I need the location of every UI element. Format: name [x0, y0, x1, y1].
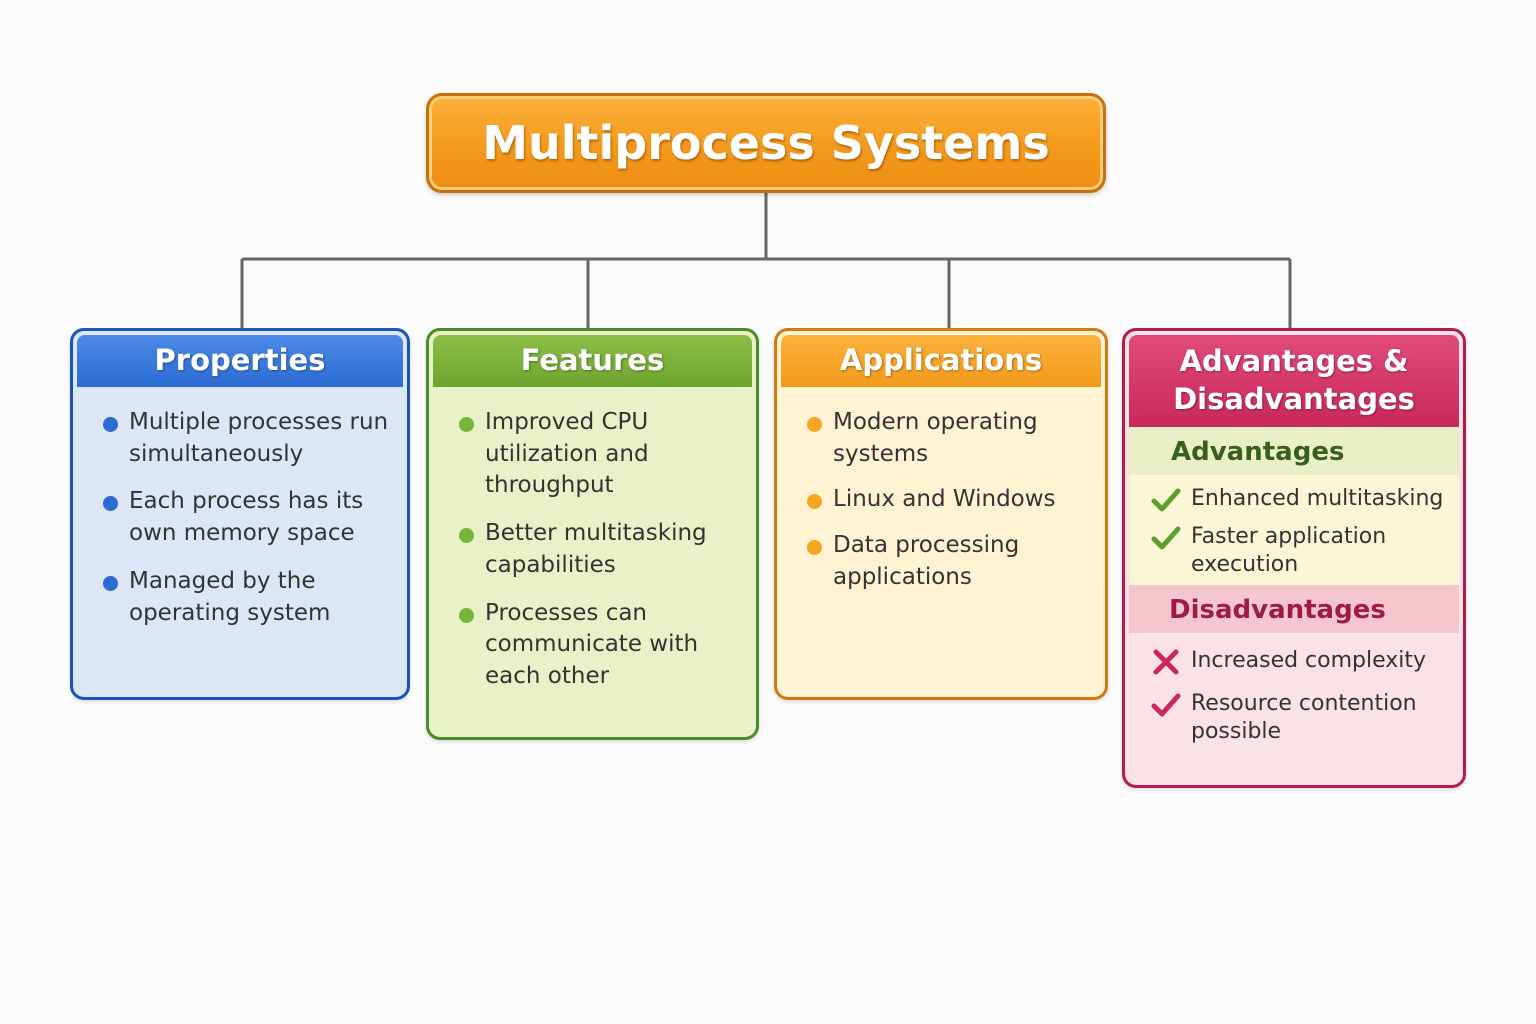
item-text: Increased complexity — [1191, 648, 1427, 674]
properties-header: Properties — [77, 335, 403, 387]
list-item: Processes can communicate with each othe… — [429, 598, 756, 693]
item-text: Improved CPU utilization and throughput — [485, 409, 649, 499]
bullet-icon — [807, 494, 822, 510]
list-item: Modern operating systems — [777, 407, 1105, 470]
applications-list: Modern operating systems Linux and Windo… — [777, 387, 1105, 594]
bullet-icon — [459, 417, 474, 432]
disadvantage-item: Increased complexity — [1129, 647, 1459, 675]
advantages-disadvantages-header: Advantages & Disadvantages — [1129, 335, 1459, 427]
advantages-section: Advantages Enhanced multitasking Faster … — [1129, 427, 1459, 586]
bullet-icon — [459, 528, 474, 544]
title-box: Multiprocess Systems — [426, 93, 1106, 193]
advantage-item: Faster application execution — [1129, 523, 1459, 579]
item-text: Modern operating systems — [833, 409, 1038, 467]
list-item: Improved CPU utilization and throughput — [429, 407, 756, 502]
disadvantage-item: Resource contention possible — [1129, 690, 1459, 746]
bullet-icon — [103, 575, 118, 591]
features-card: Features Improved CPU utilization and th… — [426, 328, 759, 740]
diagram-title: Multiprocess Systems — [482, 116, 1050, 170]
list-item: Managed by the operating system — [73, 566, 407, 629]
list-item: Data processing applications — [777, 530, 1105, 593]
list-item: Better multitasking capabilities — [429, 518, 756, 581]
cross-icon — [1153, 649, 1179, 675]
properties-list: Multiple processes run simultaneously Ea… — [73, 387, 407, 629]
bullet-icon — [103, 417, 118, 432]
applications-header: Applications — [781, 335, 1101, 387]
item-text: Data processing applications — [833, 532, 1020, 590]
list-item: Multiple processes run simultaneously — [73, 407, 407, 470]
check-icon — [1151, 526, 1181, 550]
advantages-heading: Advantages — [1129, 427, 1459, 475]
item-text: Multiple processes run simultaneously — [129, 409, 389, 467]
item-text: Faster application execution — [1191, 524, 1387, 578]
item-text: Resource contention possible — [1191, 690, 1417, 744]
disadvantages-section: Increased complexity Resource contention… — [1129, 647, 1459, 746]
item-text: Enhanced multitasking — [1191, 486, 1444, 511]
bullet-icon — [103, 496, 118, 512]
check-icon — [1151, 488, 1181, 512]
list-item: Linux and Windows — [777, 484, 1105, 516]
bullet-icon — [459, 607, 474, 623]
bullet-icon — [807, 417, 822, 432]
advantages-disadvantages-card: Advantages & Disadvantages Advantages En… — [1122, 328, 1466, 788]
disadvantages-heading: Disadvantages — [1129, 585, 1459, 634]
bullet-icon — [807, 540, 822, 556]
advantage-item: Enhanced multitasking — [1129, 485, 1459, 513]
check-icon — [1151, 693, 1181, 717]
item-text: Each process has its own memory space — [129, 488, 364, 547]
item-text: Managed by the operating system — [129, 567, 331, 626]
list-item: Each process has its own memory space — [73, 486, 407, 549]
applications-card: Applications Modern operating systems Li… — [774, 328, 1108, 700]
item-text: Linux and Windows — [833, 486, 1056, 513]
item-text: Processes can communicate with each othe… — [485, 599, 699, 690]
item-text: Better multitasking capabilities — [485, 520, 707, 578]
features-header: Features — [433, 335, 752, 387]
features-list: Improved CPU utilization and throughput … — [429, 387, 756, 693]
properties-card: Properties Multiple processes run simult… — [70, 328, 410, 700]
